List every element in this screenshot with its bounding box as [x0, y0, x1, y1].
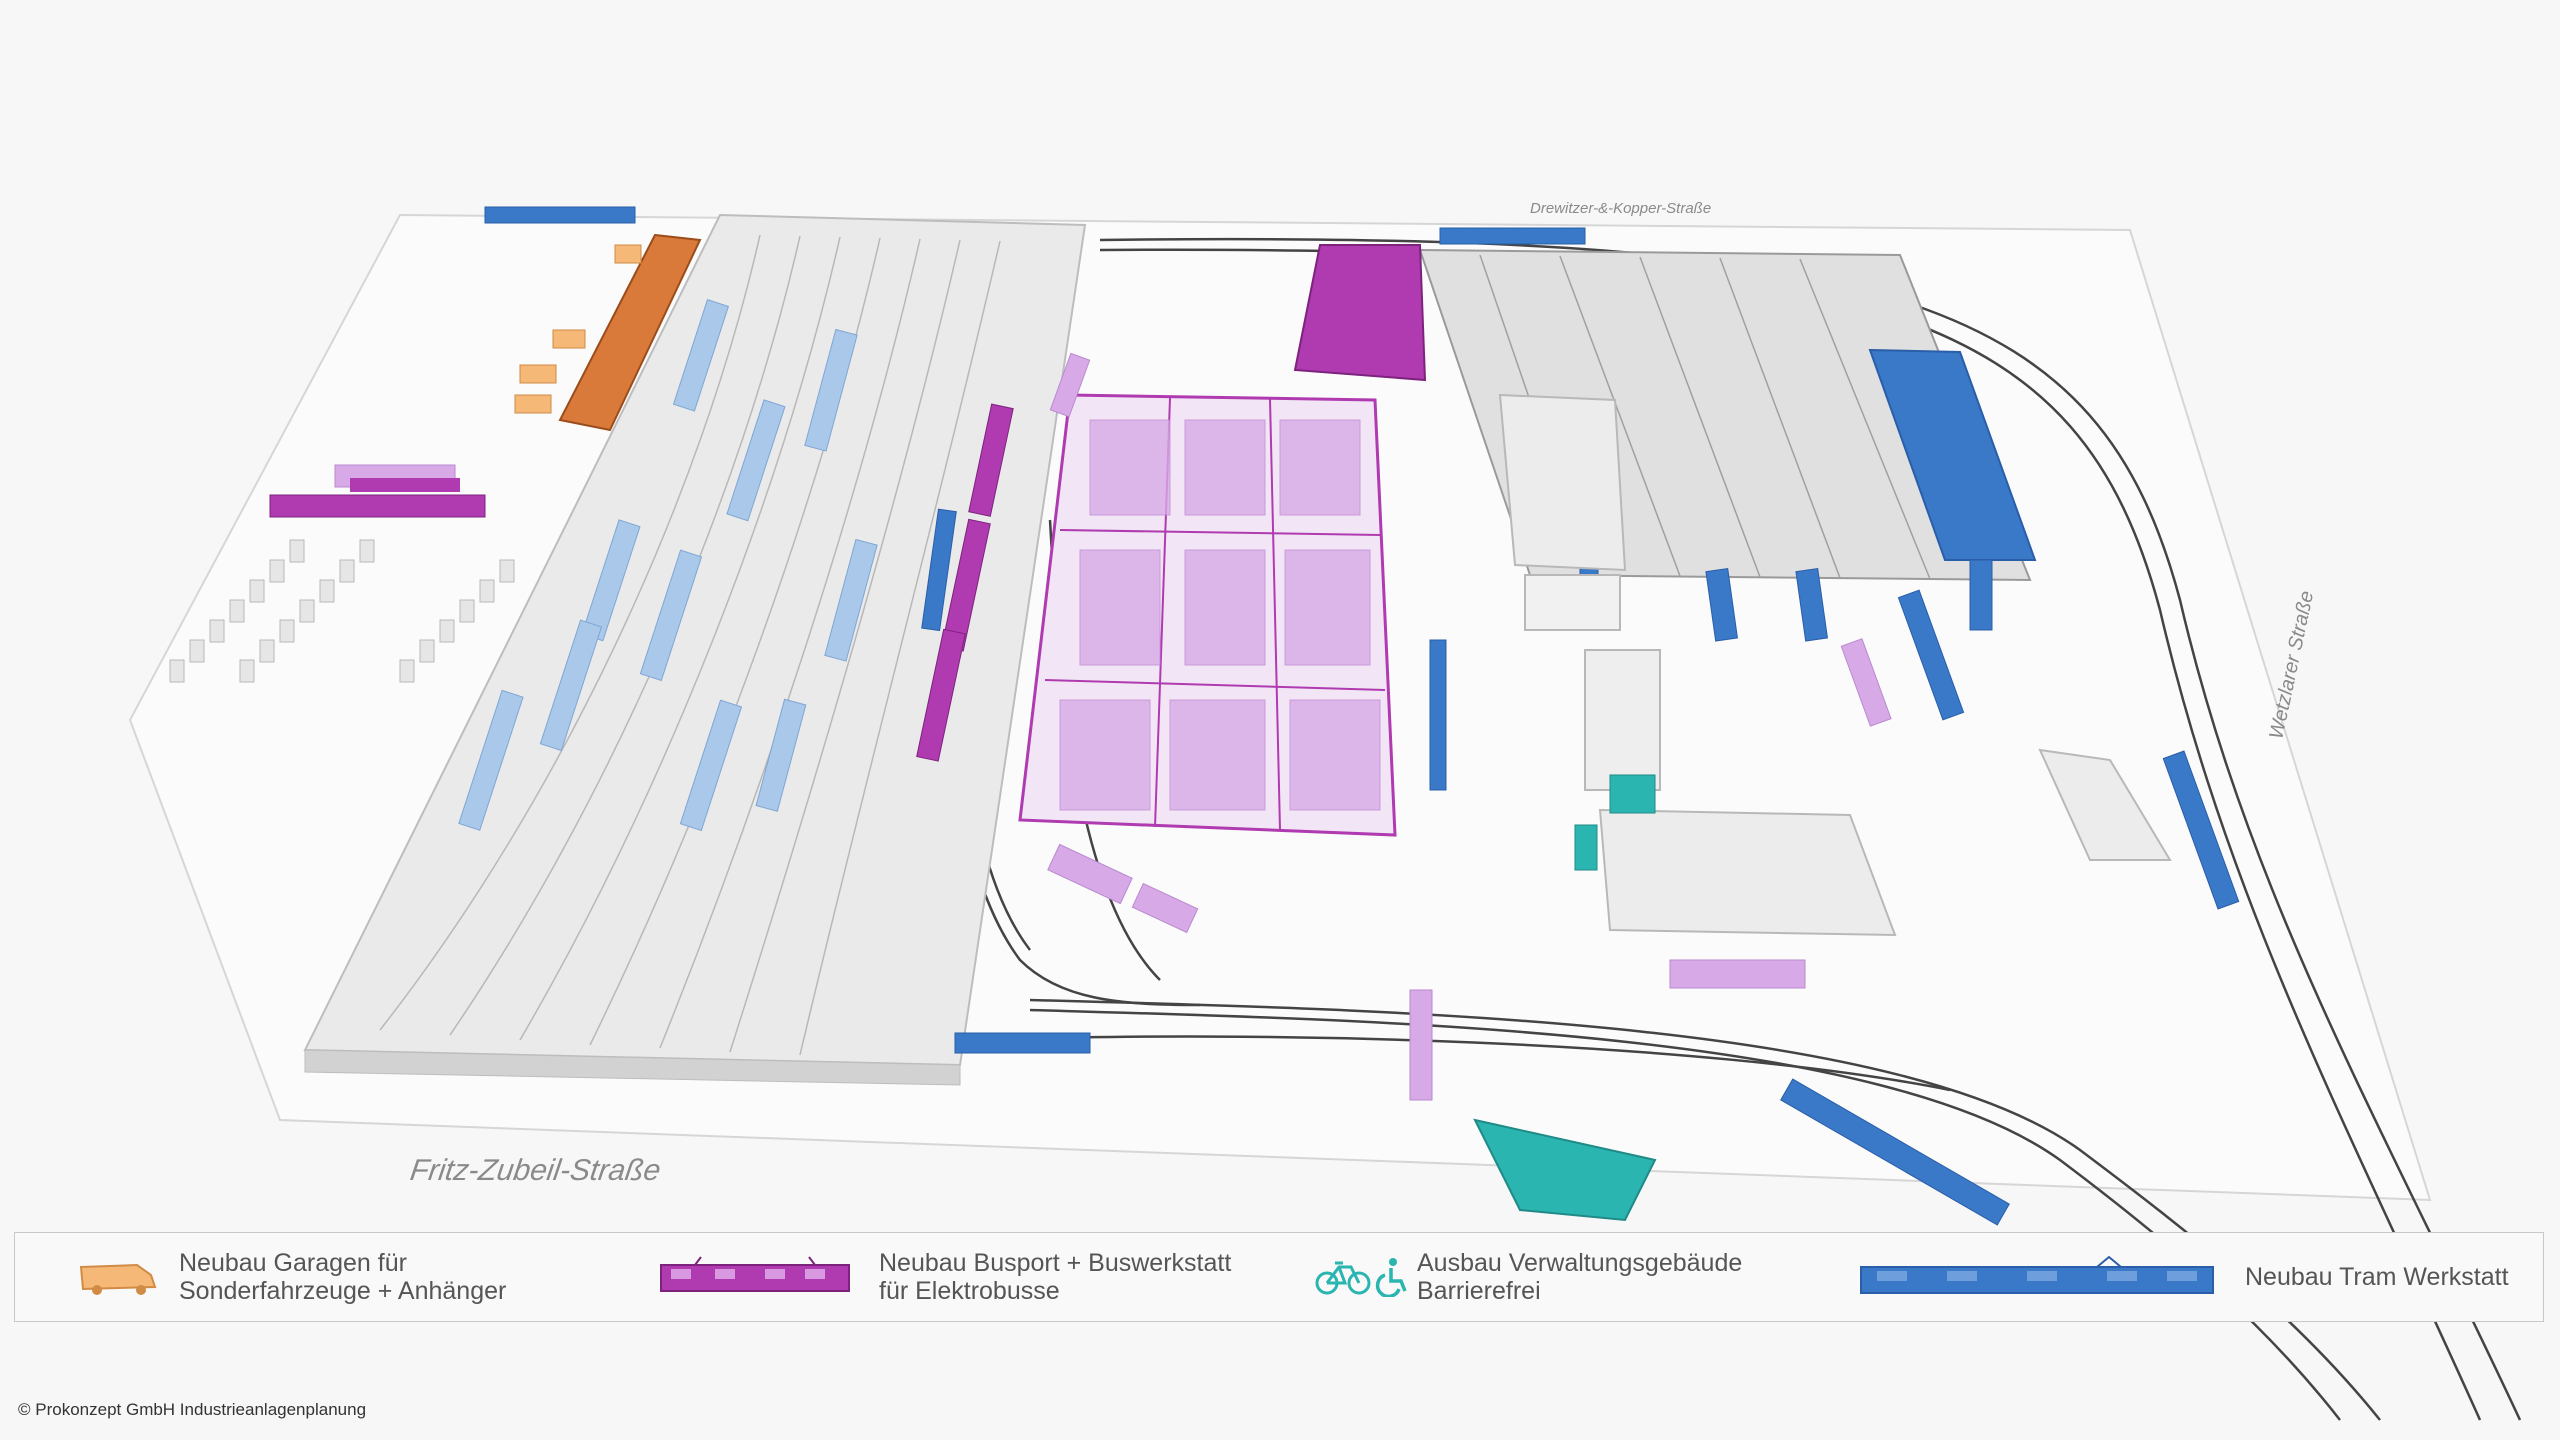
legend-admin-line2: Barrierefrei: [1417, 1277, 1541, 1305]
tram-depot-hall: [303, 213, 1087, 1086]
legend-busport-line2: für Elektrobusse: [879, 1277, 1060, 1305]
legend-item-tram: Neubau Tram Werkstatt: [1857, 1233, 2509, 1321]
street-label-south: Fritz-Zubeil-Straße: [408, 1154, 662, 1187]
legend-item-garages: Neubau Garagen für Sonderfahrzeuge + Anh…: [77, 1233, 506, 1321]
bus-icon: [660, 1256, 850, 1292]
trams-outside: [484, 206, 2240, 1226]
legend-admin-line1: Ausbau Verwaltungsgebäude: [1417, 1249, 1743, 1277]
bus-workshop: [1293, 244, 1427, 382]
legend-item-admin: Ausbau Verwaltungsgebäude Barrierefrei: [1315, 1233, 1742, 1321]
street-label-east: Wetzlarer Straße: [2265, 589, 2318, 741]
street-label-north: Drewitzer-&-Kopper-Straße: [1530, 200, 1711, 217]
copyright: © Prokonzept GmbH Industrieanlagenplanun…: [18, 1400, 367, 1419]
legend-item-busport: Neubau Busport + Buswerkstatt für Elektr…: [655, 1233, 1231, 1321]
legend: Neubau Garagen für Sonderfahrzeuge + Anh…: [14, 1232, 2544, 1322]
busport-roof: [1018, 393, 1397, 837]
tram-icon: [1860, 1255, 2214, 1294]
car-park: [169, 539, 515, 683]
legend-garages-line2: Sonderfahrzeuge + Anhänger: [179, 1277, 507, 1305]
legend-busport-line1: Neubau Busport + Buswerkstatt: [879, 1249, 1232, 1277]
wheelchair-icon: [1375, 1258, 1407, 1297]
legend-tram-line1: Neubau Tram Werkstatt: [2245, 1263, 2509, 1291]
administration-buildings: [1473, 393, 2172, 1222]
legend-garages-line1: Neubau Garagen für: [179, 1249, 407, 1277]
buses-parked: [916, 403, 1014, 762]
bicycle-icon: [1315, 1261, 1371, 1295]
left-bus-row: [269, 464, 486, 518]
garages: [514, 233, 702, 432]
buses-light: [1047, 352, 1892, 1101]
trams-in-hall: [458, 298, 878, 832]
van-icon: [79, 1263, 157, 1295]
